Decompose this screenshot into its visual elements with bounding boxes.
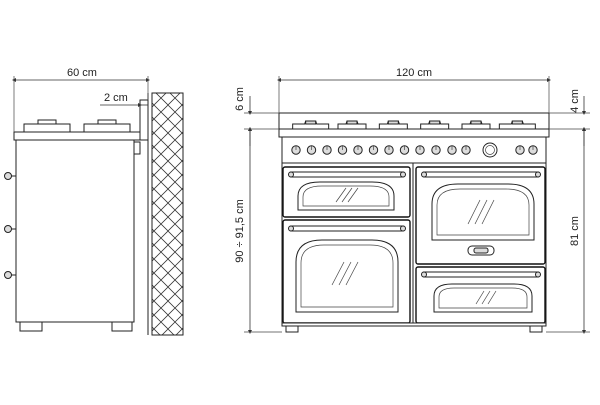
- side-backsplash: [139, 99, 149, 141]
- dim-label-width: 120 cm: [396, 67, 432, 79]
- burner: [461, 120, 491, 129]
- dim-label-top-clearance: 6 cm: [234, 87, 246, 111]
- burner: [378, 120, 408, 129]
- dim-label-total-height: 90 ÷ 91,5 cm: [234, 199, 246, 263]
- handle-right-main: [421, 171, 541, 178]
- burner: [420, 120, 450, 129]
- front-burners: [292, 120, 536, 129]
- clock-dial: [482, 142, 498, 158]
- front-foot-left: [285, 325, 299, 333]
- dim-label-wall-gap: 2 cm: [104, 92, 128, 104]
- side-foot-back: [111, 321, 133, 332]
- window-top-left: [297, 181, 395, 211]
- side-burner-right: [83, 119, 131, 132]
- handle-drawer: [421, 271, 541, 278]
- dim-label-hob-height: 4 cm: [569, 89, 581, 113]
- side-hob-plate: [13, 131, 149, 141]
- drawer-right: [415, 266, 546, 324]
- front-control-panel: [281, 136, 547, 164]
- front-knobs: [291, 145, 538, 155]
- front-hob-plate: [278, 128, 550, 138]
- handle-top-left: [288, 171, 406, 178]
- burner: [292, 120, 330, 129]
- oven-bottom-left: [282, 219, 411, 324]
- dim-label-body-height: 81 cm: [569, 216, 581, 246]
- side-front-knobs: [4, 172, 16, 279]
- dim-label-depth: 60 cm: [67, 67, 97, 79]
- window-drawer: [433, 283, 533, 313]
- front-body: [281, 162, 547, 324]
- oven-right-main: [415, 166, 546, 265]
- front-view: 120 cm 6 cm 90 ÷ 91,5 cm 4 cm 81 cm: [234, 67, 590, 334]
- front-foot-right: [529, 325, 543, 333]
- side-view: 60 cm 2 cm: [4, 67, 184, 336]
- burner: [498, 120, 536, 129]
- oven-top-left: [282, 166, 411, 218]
- window-bottom-left: [295, 239, 399, 313]
- front-backsplash: [278, 112, 550, 130]
- side-foot-front: [19, 321, 43, 332]
- burner: [337, 120, 367, 129]
- side-back-vent: [133, 141, 141, 155]
- wall-hatching: [151, 92, 184, 336]
- window-right-main: [431, 183, 535, 241]
- side-burner-left: [23, 119, 71, 132]
- side-body: [15, 139, 135, 323]
- handle-bottom-left: [288, 225, 406, 232]
- front-plinth: [281, 322, 547, 327]
